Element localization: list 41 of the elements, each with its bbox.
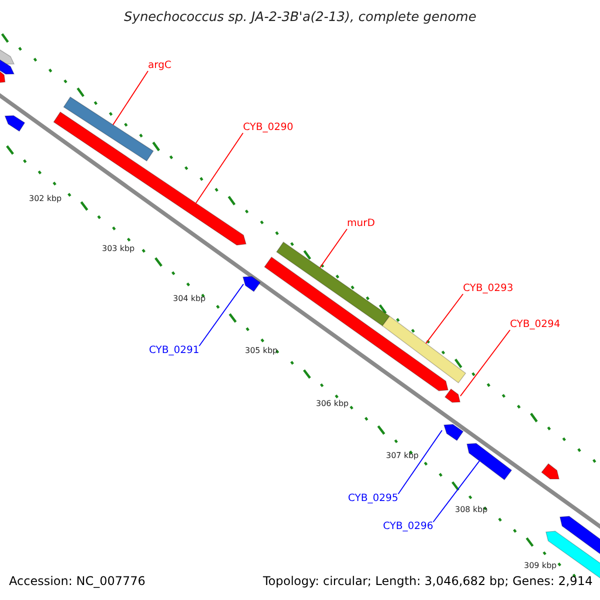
gene-bar <box>444 388 460 403</box>
scale-label: 307 kbp <box>386 452 419 460</box>
gene-bar <box>276 242 390 326</box>
scale-label: 309 kbp <box>524 562 557 570</box>
gene-label: CYB_0295 <box>348 494 398 504</box>
gene-bar <box>0 58 15 74</box>
scale-label: 305 kbp <box>245 347 278 355</box>
gene-bar <box>63 96 154 162</box>
gene-label: CYB_0290 <box>243 123 294 133</box>
gene-bar <box>541 463 560 480</box>
gene-label: CYB_0294 <box>510 320 560 330</box>
leader-line <box>198 284 244 346</box>
gene-bar <box>382 316 466 384</box>
scale-label: 304 kbp <box>173 295 206 303</box>
gene-label: argC <box>148 61 172 71</box>
scale-label: 302 kbp <box>29 195 62 203</box>
leader-line <box>195 132 244 204</box>
gene-bar <box>0 70 6 84</box>
gene-bar <box>264 256 448 392</box>
scale-label: 303 kbp <box>102 245 135 253</box>
gene-bar <box>560 516 600 556</box>
genome-summary: Topology: circular; Length: 3,046,682 bp; Genes: 2,914 <box>263 575 593 587</box>
gene-label: murD <box>347 219 375 229</box>
gene-label: CYB_0291 <box>149 346 200 356</box>
gene-label: CYB_0293 <box>463 284 514 294</box>
gene-bar <box>443 424 464 442</box>
leader-line <box>398 430 442 494</box>
leader-line <box>425 294 464 344</box>
scale-label: 306 kbp <box>316 400 349 408</box>
gene-bar <box>466 443 512 480</box>
leader-line <box>432 460 480 522</box>
leader-line <box>112 70 148 126</box>
gene-bar <box>4 115 26 132</box>
scale-label: 308 kbp <box>455 506 488 514</box>
gene-bar <box>242 276 261 292</box>
leader-line <box>320 228 348 268</box>
accession-note: Accession: NC_007776 <box>9 575 146 587</box>
gene-label: CYB_0296 <box>383 522 434 532</box>
gene-bar <box>0 48 15 64</box>
title: Synechococcus sp. JA-2-3B'a(2-13), complete genome <box>124 11 476 24</box>
leader-line <box>460 330 510 397</box>
